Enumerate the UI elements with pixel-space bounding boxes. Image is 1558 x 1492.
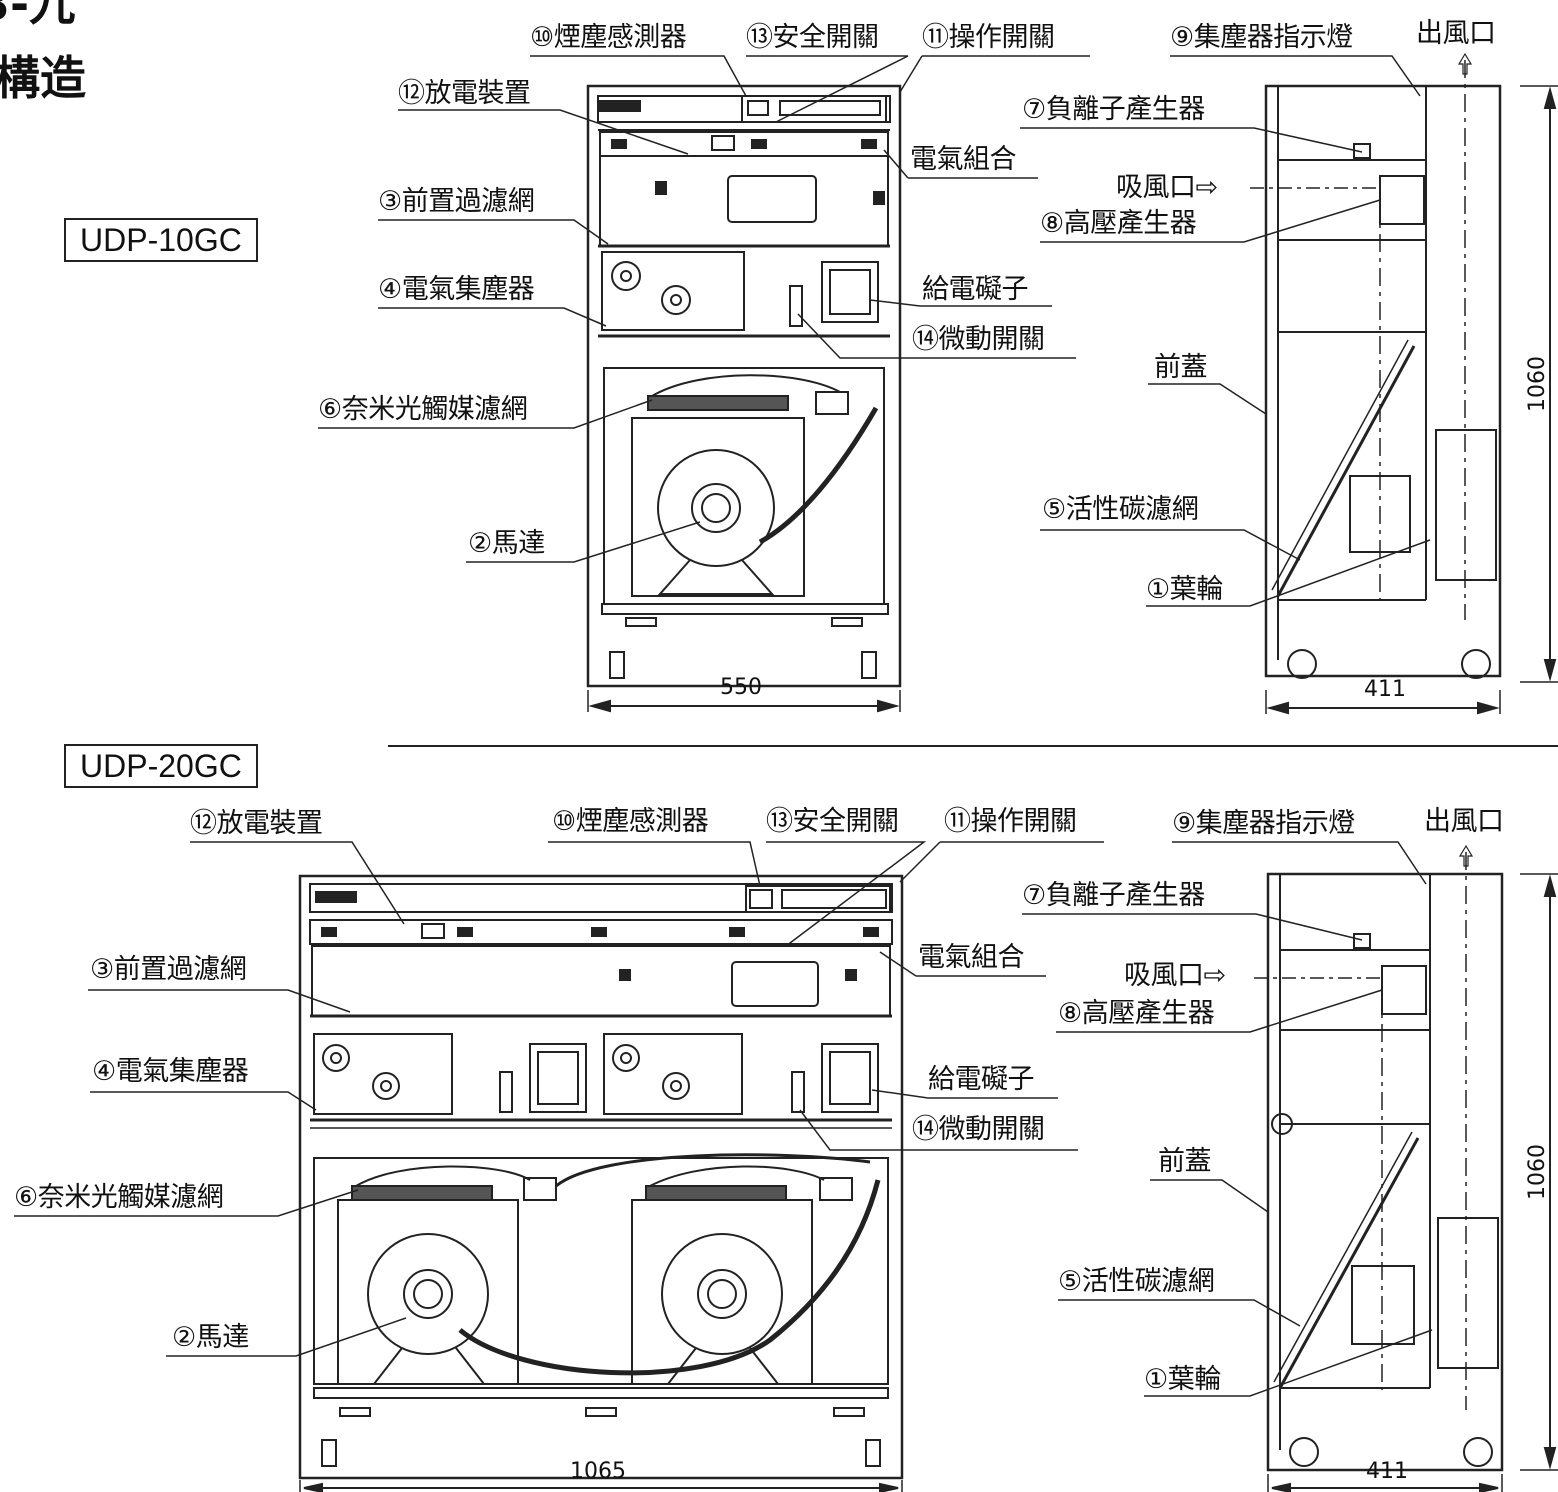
label-electric-collector: ④電氣集塵器 xyxy=(92,1056,249,1087)
label-carbon-filter: ⑤活性碳濾網 xyxy=(1058,1266,1215,1297)
label-hv-generator: ⑧高壓產生器 xyxy=(1040,208,1197,239)
model-tag-udp20: UDP-20GC xyxy=(64,744,258,788)
label-pre-filter: ③前置過濾網 xyxy=(90,954,247,985)
label-photocatalyst-filter: ⑥奈米光觸媒濾網 xyxy=(318,394,528,425)
label-safety-switch: ⑬安全開關 xyxy=(746,22,879,53)
udp10-leader-lines xyxy=(318,55,1431,607)
label-safety-switch: ⑬安全開關 xyxy=(766,806,899,837)
label-operation-switch: ⑪操作開關 xyxy=(922,22,1055,53)
label-discharge-device: ⑫放電裝置 xyxy=(190,808,323,839)
label-front-cover: 前蓋 xyxy=(1158,1146,1212,1177)
label-motor: ②馬達 xyxy=(468,528,545,559)
label-front-cover: 前蓋 xyxy=(1154,352,1208,383)
label-discharge-device: ⑫放電裝置 xyxy=(398,78,531,109)
label-collector-indicator: ⑨集塵器指示燈 xyxy=(1170,22,1353,53)
udp10-front-view xyxy=(586,84,902,713)
label-impeller: ①葉輪 xyxy=(1146,574,1223,605)
label-collector-indicator: ⑨集塵器指示燈 xyxy=(1172,808,1355,839)
label-ion-generator: ⑦負離子產生器 xyxy=(1022,94,1205,125)
label-power-terminal: 給電礙子 xyxy=(928,1064,1035,1095)
label-air-outlet: 出風口 xyxy=(1416,18,1496,49)
udp20-height-dimension: 1060 xyxy=(1525,1144,1550,1200)
label-operation-switch: ⑪操作開關 xyxy=(944,806,1077,837)
label-pre-filter: ③前置過濾網 xyxy=(378,186,535,217)
udp10-width-dimension: 550 xyxy=(720,675,762,700)
udp20-front-view xyxy=(298,874,904,1492)
label-electric-collector: ④電氣集塵器 xyxy=(378,274,535,305)
label-electric-assembly: 電氣組合 xyxy=(918,942,1025,973)
udp10-side-view xyxy=(1264,60,1558,715)
label-electric-assembly: 電氣組合 xyxy=(910,144,1017,175)
label-micro-switch: ⑭微動開關 xyxy=(912,1114,1045,1145)
label-smoke-sensor: ⑩煙塵感測器 xyxy=(530,22,687,53)
label-air-inlet: 吸風口⇨ xyxy=(1116,172,1218,203)
label-air-inlet: 吸風口⇨ xyxy=(1124,960,1226,991)
outlet-arrow-icon xyxy=(1458,844,1474,867)
udp20-side-view xyxy=(1266,852,1558,1492)
udp20-depth-dimension: 411 xyxy=(1366,1459,1408,1484)
udp20-leader-lines xyxy=(14,841,1433,1397)
label-photocatalyst-filter: ⑥奈米光觸媒濾網 xyxy=(14,1182,224,1213)
model-tag-udp10: UDP-10GC xyxy=(64,218,258,262)
label-ion-generator: ⑦負離子產生器 xyxy=(1022,880,1205,911)
label-air-outlet: 出風口 xyxy=(1424,806,1504,837)
label-power-terminal: 給電礙子 xyxy=(922,274,1029,305)
outlet-arrow-icon xyxy=(1457,52,1473,75)
udp10-depth-dimension: 411 xyxy=(1364,677,1406,702)
label-smoke-sensor: ⑩煙塵感測器 xyxy=(552,806,709,837)
section-number: 3-九 xyxy=(0,0,76,31)
label-hv-generator: ⑧高壓產生器 xyxy=(1058,998,1215,1029)
label-impeller: ①葉輪 xyxy=(1144,1364,1221,1395)
udp20-width-dimension: 1065 xyxy=(570,1459,626,1484)
label-motor: ②馬達 xyxy=(172,1322,249,1353)
label-carbon-filter: ⑤活性碳濾網 xyxy=(1042,494,1199,525)
udp10-height-dimension: 1060 xyxy=(1525,356,1550,412)
page-title: 構造 xyxy=(0,51,86,105)
label-micro-switch: ⑭微動開關 xyxy=(912,324,1045,355)
